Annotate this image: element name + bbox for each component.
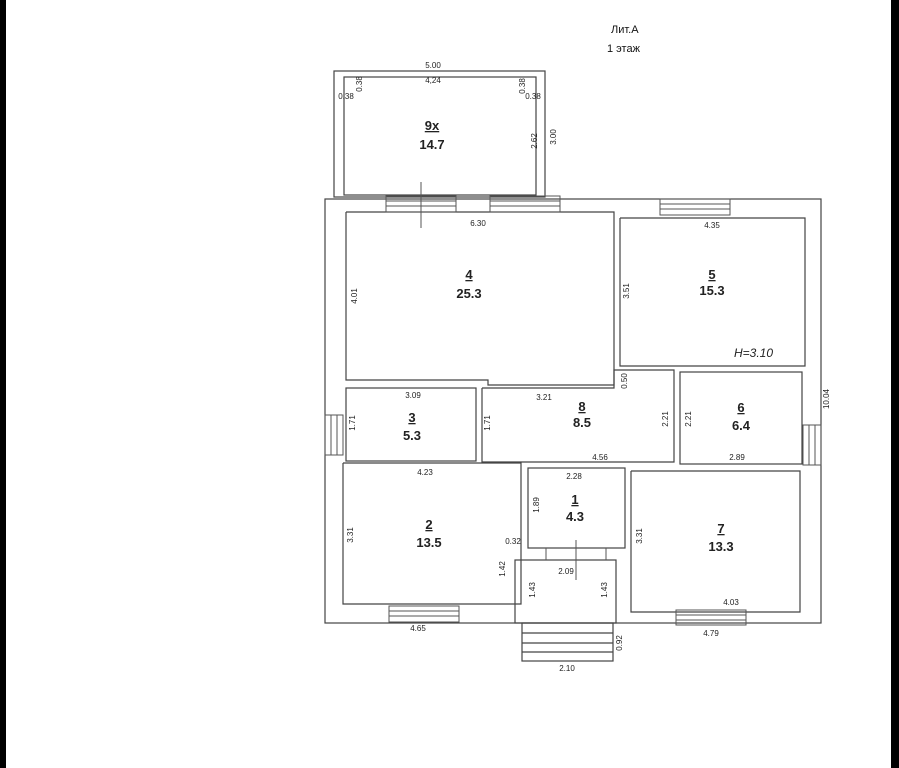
dim-label: 2.21 [684, 411, 693, 427]
dim-label: 0.50 [620, 373, 629, 389]
dim-label: 4.03 [723, 598, 739, 607]
window-room-3 [324, 414, 344, 456]
room-8-area: 8.5 [573, 415, 591, 430]
dim-label: 1.43 [600, 582, 609, 598]
room-1-area: 4.3 [566, 509, 584, 524]
room-8-number: 8 [578, 399, 585, 414]
room-3-area: 5.3 [403, 428, 421, 443]
room-9-inner-wall [343, 76, 537, 196]
room-6-wall [679, 371, 803, 465]
room-9-area: 14.7 [419, 137, 444, 152]
window-room-4-right [489, 195, 561, 213]
dim-label: 0.32 [505, 537, 521, 546]
dim-label: 2.21 [661, 411, 670, 427]
dim-label: 3.21 [536, 393, 552, 402]
dim-label: 2.10 [559, 664, 575, 673]
porch-steps [521, 622, 614, 662]
dim-label: 3.31 [635, 528, 644, 544]
dim-label: 2.09 [558, 567, 574, 576]
dim-label: 0.38 [518, 78, 527, 94]
dim-label: 3.51 [622, 283, 631, 299]
floor-label: 1 этаж [607, 43, 640, 55]
right-scan-border [891, 0, 899, 768]
dim-label: 2.89 [729, 453, 745, 462]
dim-label: 1.42 [498, 561, 507, 577]
room-labels: 9х 14.7 4 25.3 5 15.3 3 5.3 8 8.5 6 6.4 … [403, 118, 751, 554]
room-3-wall [345, 387, 477, 462]
ceiling-height-label: H=3.10 [734, 346, 773, 360]
room-6-area: 6.4 [732, 418, 751, 433]
room-7-number: 7 [717, 521, 724, 536]
walls [324, 70, 822, 662]
room-7-wall [630, 470, 801, 613]
dim-label: 3.31 [346, 527, 355, 543]
dim-label: 6.30 [470, 219, 486, 228]
dim-label: 1.43 [528, 582, 537, 598]
dim-label: 3.00 [549, 129, 558, 145]
room-4-area: 25.3 [456, 286, 481, 301]
windows [324, 182, 822, 626]
dim-label: 1.89 [532, 497, 541, 513]
dim-label: 10.04 [822, 388, 831, 409]
vertical-dimension-labels: 0.38 0.38 2.62 3.00 4.01 3.51 0.50 1.71 … [346, 76, 831, 651]
window-room-2 [388, 605, 460, 623]
dimension-labels: 5.00 4,24 0.38 0.38 6.30 4.35 3.09 3.21 … [338, 61, 745, 673]
window-room-5 [659, 198, 731, 216]
room-4-wall [345, 211, 615, 386]
room-5-wall [619, 217, 806, 367]
dim-label: 1.71 [483, 415, 492, 431]
dim-label: 4,24 [425, 76, 441, 85]
dim-label: 2.28 [566, 472, 582, 481]
room-2-wall [342, 462, 522, 605]
room-1-number: 1 [571, 492, 578, 507]
dim-label: 4.65 [410, 624, 426, 633]
dim-label: 0.38 [355, 76, 364, 92]
dim-label: 1.71 [348, 415, 357, 431]
room-7-area: 13.3 [708, 539, 733, 554]
room-5-number: 5 [708, 267, 715, 282]
dim-label: 0.38 [525, 92, 541, 101]
room-3-number: 3 [408, 410, 415, 425]
dim-label: 4.56 [592, 453, 608, 462]
room-4-number: 4 [465, 267, 473, 282]
room-9-outer-wall [333, 70, 546, 198]
dim-label: 5.00 [425, 61, 441, 70]
dim-label: 3.09 [405, 391, 421, 400]
dim-label: 4.35 [704, 221, 720, 230]
room-9-number: 9х [425, 118, 440, 133]
dim-label: 4.01 [350, 288, 359, 304]
dim-label: 4.23 [417, 468, 433, 477]
room-6-number: 6 [737, 400, 744, 415]
window-room-7 [675, 609, 747, 626]
window-room-6 [802, 424, 822, 466]
building-letter: Лит.А [611, 24, 639, 36]
room-2-area: 13.5 [416, 535, 441, 550]
dim-label: 0.92 [615, 635, 624, 651]
room-5-area: 15.3 [699, 283, 724, 298]
room-2-number: 2 [425, 517, 432, 532]
left-scan-border [0, 0, 6, 768]
dim-label: 0.38 [338, 92, 354, 101]
dim-label: 4.79 [703, 629, 719, 638]
room-8-wall [481, 369, 675, 463]
dim-label: 2.62 [530, 133, 539, 149]
